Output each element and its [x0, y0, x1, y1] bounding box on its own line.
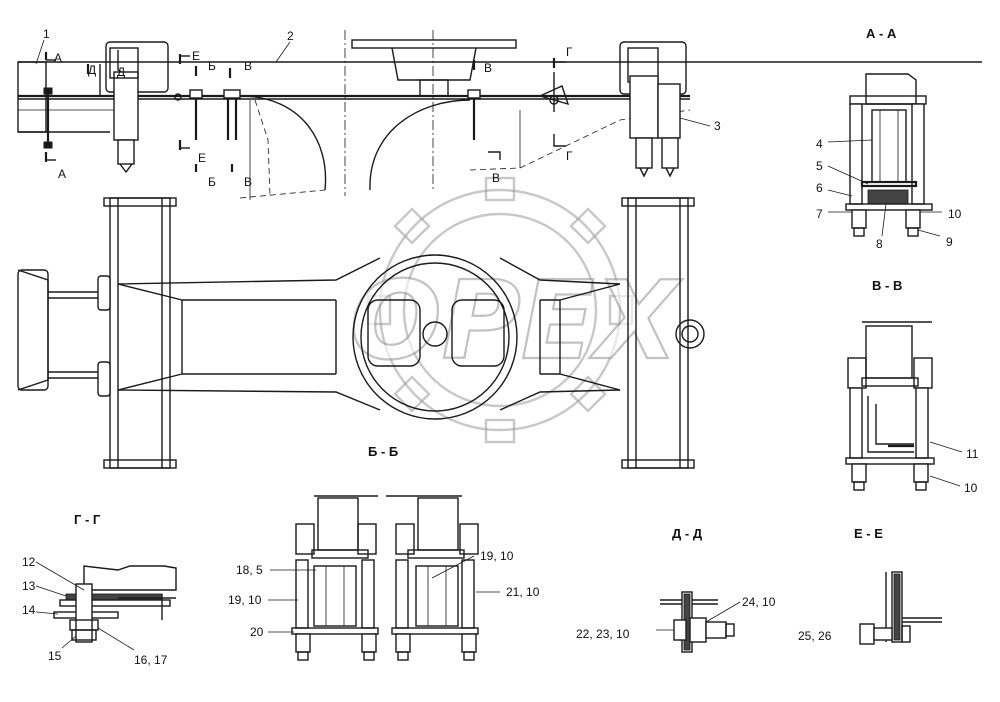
callout-15: 15 [48, 649, 62, 663]
cut-mark-v-bottom: В [244, 175, 252, 189]
cut-mark-b-bottom: Б [208, 175, 216, 189]
callout-22-23-10: 22, 23, 10 [576, 627, 630, 641]
cut-mark-e-bottom: Е [198, 151, 206, 165]
callout-7: 7 [816, 207, 823, 221]
callout-10-vv: 10 [964, 481, 978, 495]
top-view: А А Д Д Е Е Б Б В В В В [17, 27, 982, 200]
callout-25-26: 25, 26 [798, 629, 832, 643]
section-title-bb: Б - Б [368, 444, 398, 459]
callout-19-10-left: 19, 10 [228, 593, 262, 607]
cut-mark-v-top: В [244, 59, 252, 73]
callout-13: 13 [22, 579, 36, 593]
callout-20: 20 [250, 625, 264, 639]
watermark-logo: OPEX [349, 176, 684, 444]
callout-6: 6 [816, 181, 823, 195]
callout-11: 11 [966, 447, 979, 461]
callout-3: 3 [714, 119, 721, 133]
section-title-vv: В - В [872, 278, 902, 293]
section-gg: Г - Г 12 13 14 15 16, 17 [22, 512, 177, 667]
callout-19-10-right: 19, 10 [480, 549, 514, 563]
callout-8: 8 [876, 237, 883, 251]
middle-bolts [174, 72, 570, 140]
cut-mark-v2-bottom: В [492, 171, 500, 185]
section-title-aa: А - А [866, 26, 897, 41]
cut-markers: А А Д Д Е Е Б Б В В В В [44, 45, 573, 189]
section-aa: А - А 4 5 6 7 8 9 10 [816, 26, 962, 251]
watermark-text: OPEX [350, 259, 683, 384]
callout-4: 4 [816, 137, 823, 151]
cut-mark-e-top: Е [192, 49, 200, 63]
section-title-ee: Е - Е [854, 526, 883, 541]
callout-24-10: 24, 10 [742, 595, 776, 609]
cut-mark-g-top: Г [566, 45, 573, 59]
cut-mark-d: Д [88, 63, 96, 77]
callout-18-5: 18, 5 [236, 563, 263, 577]
section-title-gg: Г - Г [74, 512, 101, 527]
section-ee: Е - Е 25, 26 [798, 526, 942, 645]
frame-side-view [17, 197, 705, 469]
section-vv: В - В 11 10 [845, 278, 979, 495]
callout-2: 2 [287, 29, 294, 43]
callout-9: 9 [946, 235, 953, 249]
cut-mark-a-bottom: А [58, 167, 66, 181]
section-bb: Б - Б 18, 5 19, 1 [228, 444, 540, 661]
section-title-dd: Д - Д [672, 526, 703, 541]
cut-mark-d-2: Д [117, 65, 125, 79]
callout-1: 1 [43, 27, 50, 41]
callout-12: 12 [22, 555, 36, 569]
cut-mark-a-top: А [54, 51, 62, 65]
section-dd: Д - Д 24, 10 22, 23, 10 [576, 526, 776, 653]
callout-16-17: 16, 17 [134, 653, 168, 667]
callout-14: 14 [22, 603, 36, 617]
cut-mark-g-bottom: Г [566, 149, 573, 163]
cut-mark-v2-top: В [484, 61, 492, 75]
cut-mark-b-top: Б [208, 59, 216, 73]
callout-5: 5 [816, 159, 823, 173]
callout-10-aa: 10 [948, 207, 962, 221]
callout-21-10: 21, 10 [506, 585, 540, 599]
